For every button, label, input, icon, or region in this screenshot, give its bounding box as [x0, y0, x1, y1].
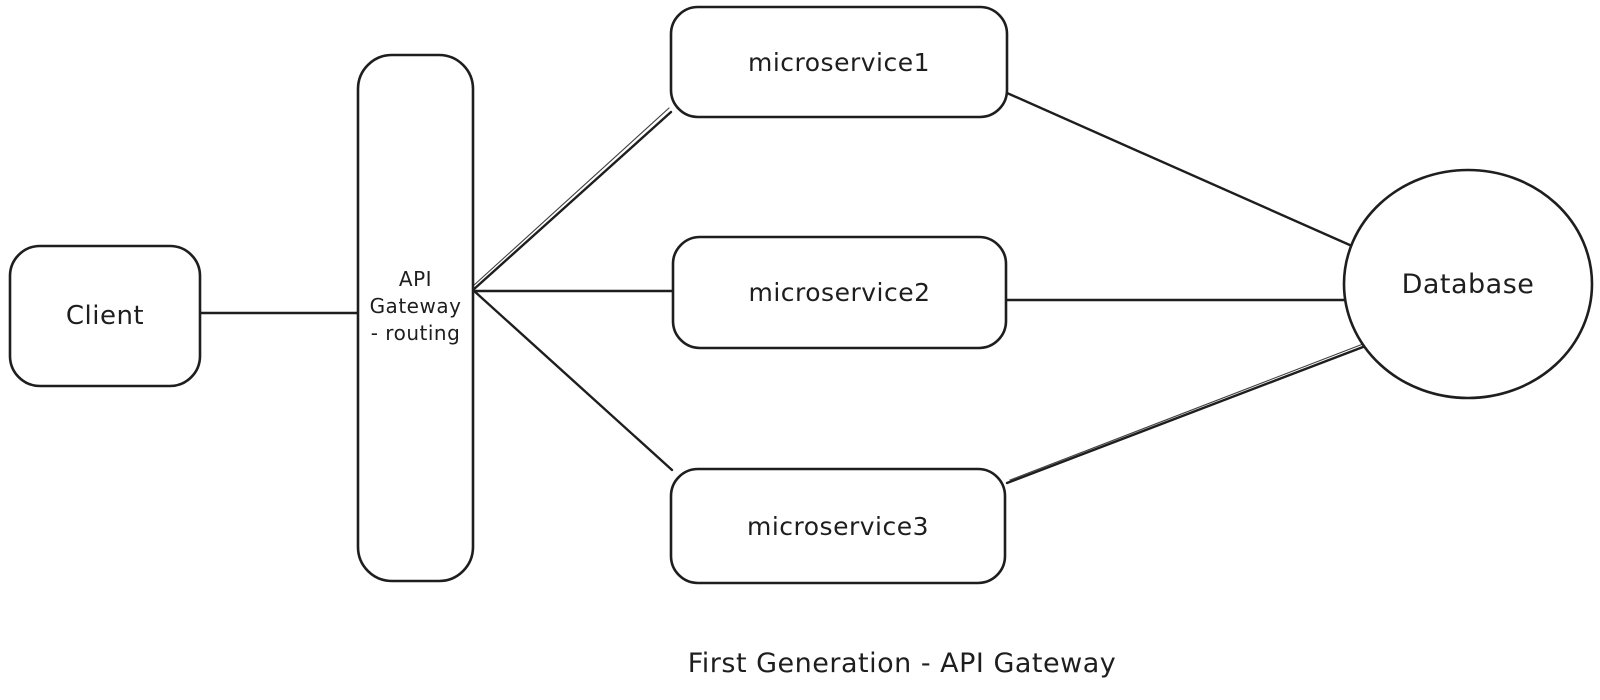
client-node-shape [8, 244, 202, 388]
edge-microservice3-database-sketch [1009, 343, 1364, 481]
api-gateway-node-label: API Gateway - routing [358, 264, 473, 348]
edge-gateway-microservice1 [471, 110, 673, 292]
api-gateway-label-line-2: Gateway [369, 293, 462, 318]
api-gateway-node-shape [356, 53, 475, 583]
edge-microservice3-database [1005, 345, 1365, 485]
microservice2-node-shape [671, 235, 1008, 350]
database-node-label: Database [1401, 268, 1535, 300]
client-node-label: Client [65, 301, 145, 331]
edge-gateway-microservice1-sketch [472, 107, 670, 287]
microservice1-node-shape [669, 5, 1009, 119]
api-gateway-label-line-3: - routing [370, 320, 461, 345]
microservice3-node-shape [669, 467, 1007, 585]
database-node-shape [1342, 168, 1594, 400]
edge-microservice1-database [1005, 91, 1354, 248]
microservice3-node-label: microservice3 [746, 511, 930, 541]
microservice2-node-label: microservice2 [748, 278, 931, 307]
edge-gateway-microservice3 [471, 288, 674, 472]
microservice1-node-label: microservice1 [747, 47, 931, 77]
diagram-caption: First Generation - API Gateway [687, 647, 1117, 679]
api-gateway-label-line-1: API [398, 266, 433, 291]
